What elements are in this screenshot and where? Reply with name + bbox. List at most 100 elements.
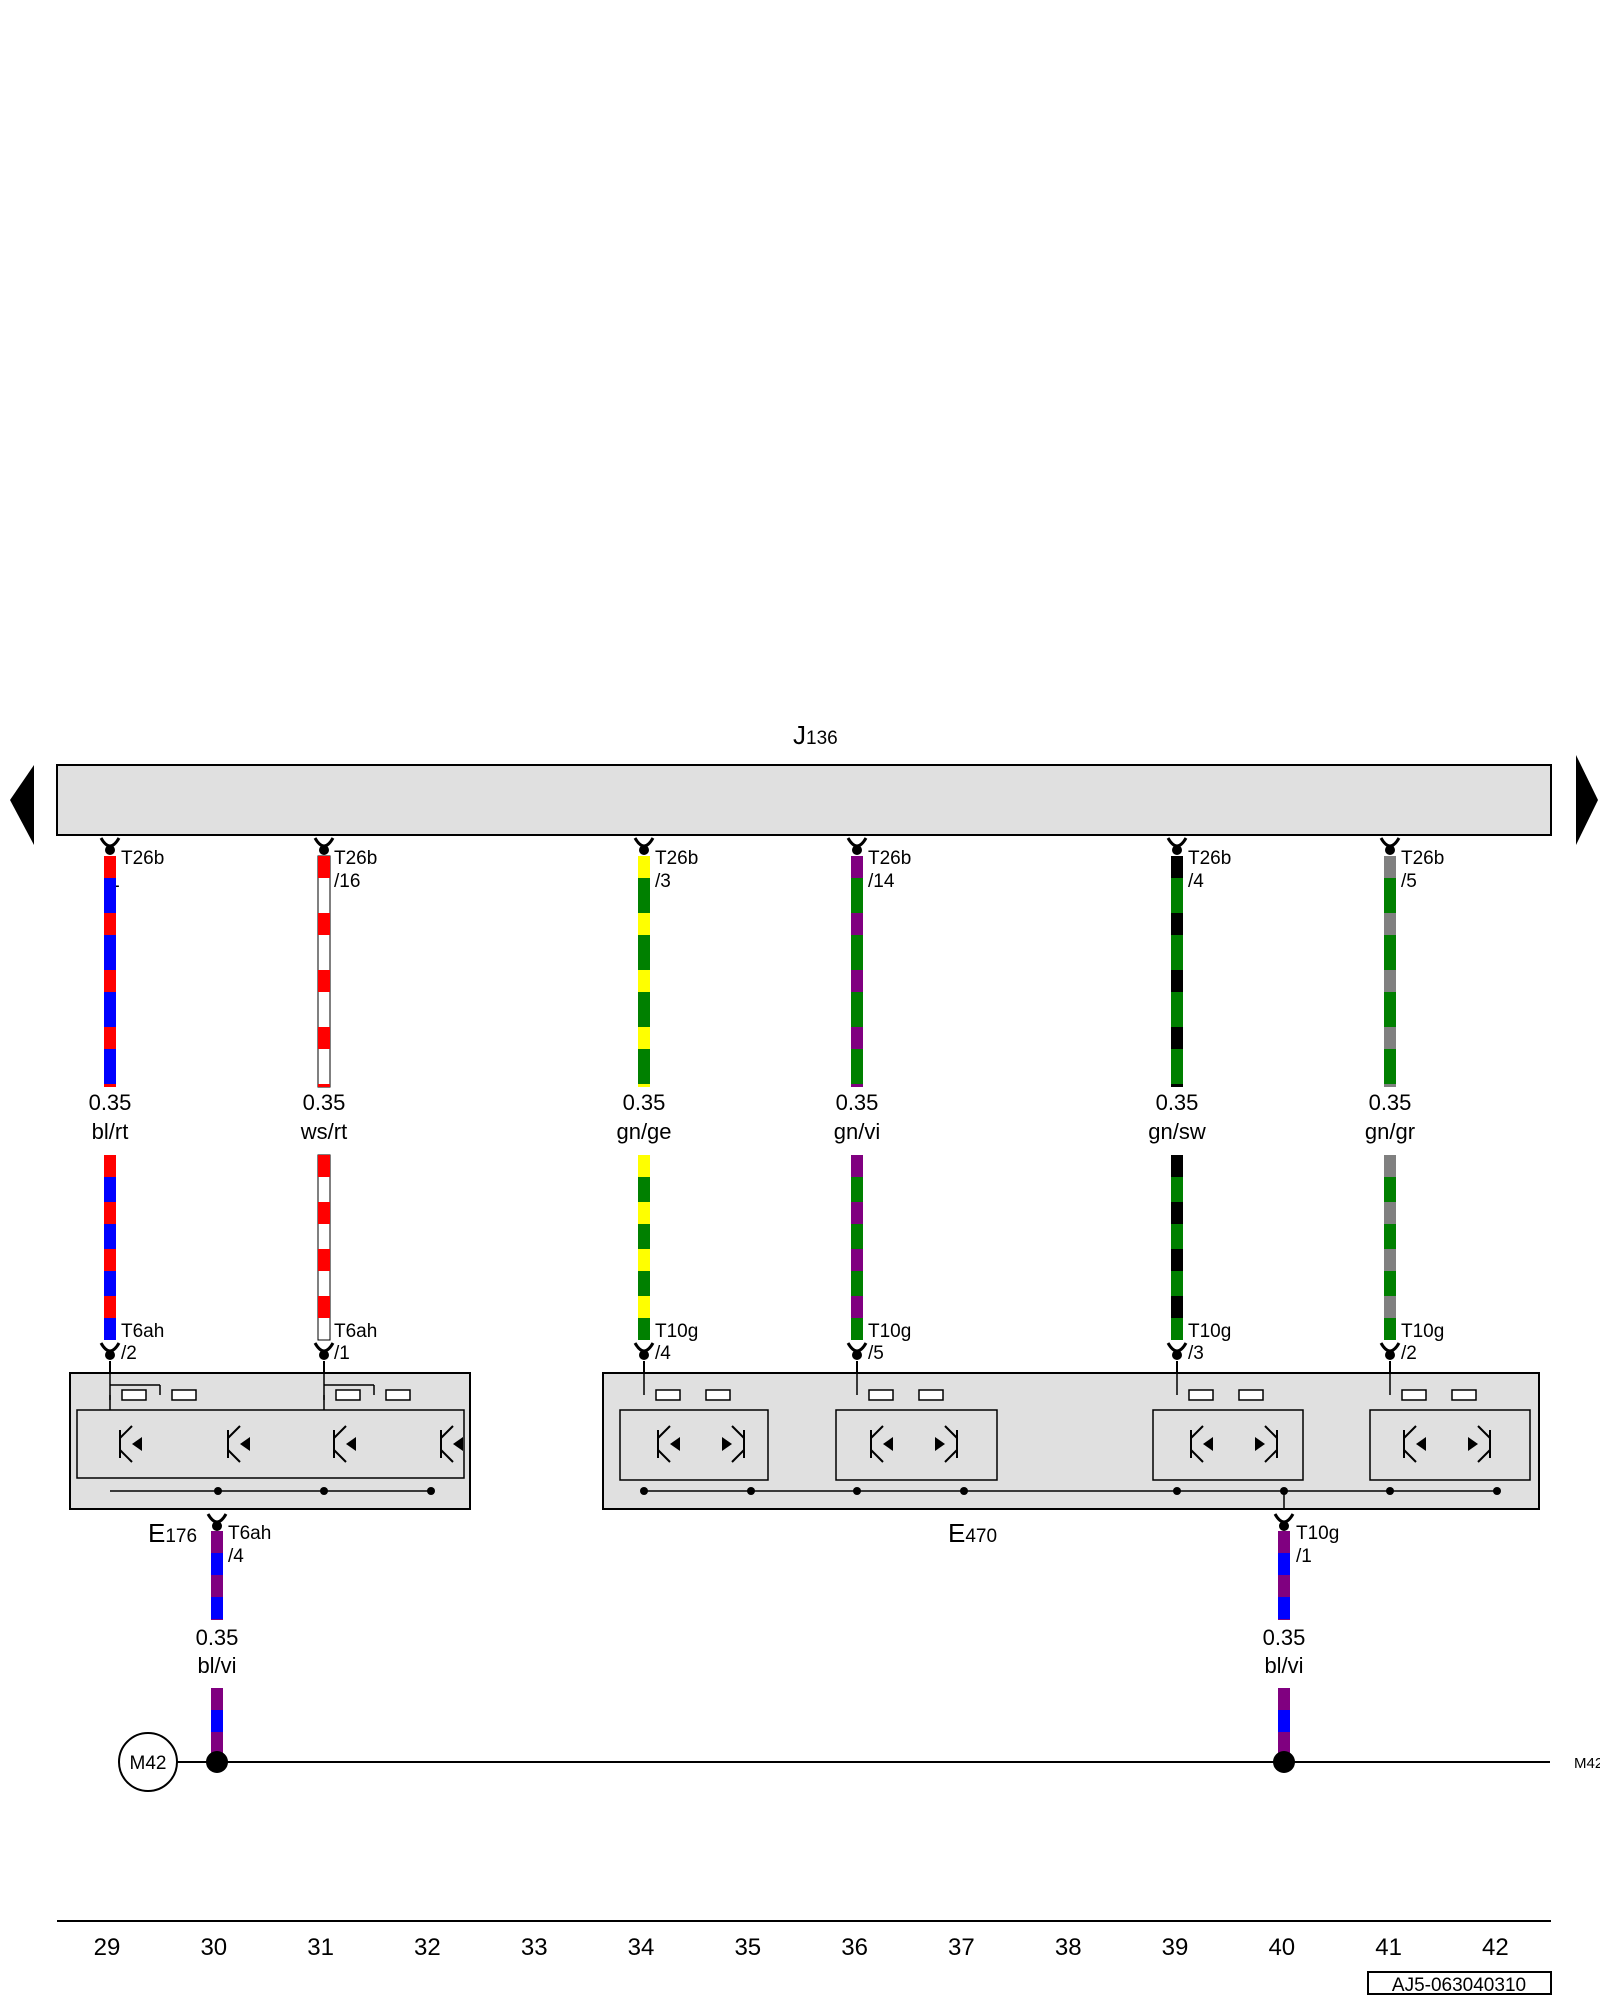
bottom-pin-label: /2	[121, 1343, 137, 1364]
transistor-emitter	[333, 1449, 347, 1463]
wire-stripe	[1384, 1202, 1396, 1224]
bottom-connector-label: T10g	[655, 1321, 698, 1342]
wire-stripe	[638, 1084, 650, 1087]
wire-segment-base	[1171, 1155, 1183, 1340]
wire-stripe	[1278, 1688, 1290, 1710]
ground-point-label: M42	[130, 1753, 167, 1774]
switch-label: E176	[148, 1518, 197, 1548]
wire-stripe	[638, 970, 650, 992]
ground-junction-dot	[206, 1751, 228, 1773]
wire-gn-sw: T26b /4 0.35 gn/sw T10g /3	[1148, 837, 1231, 1373]
connector-icon	[1273, 1513, 1295, 1524]
connector-icon	[206, 1513, 228, 1524]
top-connector-label: T26b	[1401, 848, 1444, 869]
wire-color-label: ws/rt	[300, 1119, 347, 1144]
column-number: 39	[1162, 1934, 1189, 1961]
connector-pin-icon	[852, 1350, 862, 1360]
transistor-collector	[731, 1425, 745, 1439]
wire-group: T26b /1 0.35 bl/rt T6ah /2 T26b /16 0.35…	[89, 837, 1444, 1373]
transistor-collector	[944, 1425, 958, 1439]
diagram-code-box	[1367, 1971, 1552, 1995]
column-number: 29	[94, 1934, 121, 1961]
top-pin-label: /14	[868, 871, 895, 892]
bottom-pin-label: /3	[1188, 1343, 1204, 1364]
column-number: 40	[1268, 1934, 1295, 1961]
circuit-frame	[835, 1409, 998, 1481]
wire-stripe	[318, 1249, 330, 1271]
transistor-emitter	[1264, 1449, 1278, 1463]
transistor-collector	[1264, 1425, 1278, 1439]
wire-size-label: 0.35	[89, 1090, 132, 1115]
transistor-emitter	[1403, 1449, 1417, 1463]
transistor-collector	[657, 1425, 671, 1439]
resistor-icon	[1188, 1389, 1214, 1401]
transistor-emitter	[119, 1449, 133, 1463]
wire-segment-base	[104, 1155, 116, 1340]
connector-icon	[313, 1342, 335, 1353]
wire-size-label: 0.35	[836, 1090, 879, 1115]
wire-stripe	[318, 1027, 330, 1049]
light-arrow-icon	[1468, 1437, 1478, 1451]
light-arrow-icon	[1416, 1437, 1426, 1451]
column-number: 41	[1375, 1934, 1402, 1961]
wire-stripe	[1171, 1027, 1183, 1049]
connector-icon	[846, 837, 868, 848]
connector-icon	[99, 837, 121, 848]
column-number: 35	[734, 1934, 761, 1961]
next-page-arrow-icon[interactable]	[1576, 755, 1598, 845]
wire-stripe	[851, 970, 863, 992]
wire-stripe	[851, 1296, 863, 1318]
connector-pin-icon	[1279, 1521, 1289, 1531]
ground-wire-2: T10g /1 0.35 bl/vi	[1263, 1513, 1339, 1762]
top-connector-label: T26b	[121, 848, 164, 869]
top-pin-label: /16	[334, 871, 360, 892]
light-arrow-icon	[1255, 1437, 1265, 1451]
wire-stripe	[104, 913, 116, 935]
wire-segment-base	[851, 1155, 863, 1340]
wire-stripe	[318, 1155, 330, 1177]
light-arrow-icon	[1203, 1437, 1213, 1451]
wire-gn-gr: T26b /5 0.35 gn/gr T10g /2	[1365, 837, 1444, 1373]
wire-stripe	[318, 856, 330, 878]
transistor-emitter	[944, 1449, 958, 1463]
resistor-icon	[1401, 1389, 1427, 1401]
connector-pin-icon	[105, 845, 115, 855]
light-arrow-icon	[346, 1437, 356, 1451]
wire-stripe	[851, 1027, 863, 1049]
transistor-collector	[870, 1425, 884, 1439]
wire-stripe	[638, 1249, 650, 1271]
connector-pin-icon	[105, 1350, 115, 1360]
bottom-connector-label: T10g	[868, 1321, 911, 1342]
connector-icon	[313, 837, 335, 848]
column-number: 42	[1482, 1934, 1509, 1961]
wire-stripe	[1278, 1531, 1290, 1553]
transistor-collector	[1477, 1425, 1491, 1439]
wire-segment-base	[638, 1155, 650, 1340]
wire-stripe	[638, 913, 650, 935]
column-number: 30	[200, 1934, 227, 1961]
wire-stripe	[104, 1084, 116, 1087]
diagram-code: AJ5-063040310	[1392, 1975, 1526, 1996]
column-number: 34	[628, 1934, 655, 1961]
resistor-icon	[171, 1389, 197, 1401]
previous-page-arrow-icon[interactable]	[10, 765, 34, 845]
ground-connector-label: T6ah	[228, 1523, 271, 1544]
ground-pin-label: /4	[228, 1546, 244, 1567]
wire-stripe	[1171, 856, 1183, 878]
wire-stripe	[1278, 1575, 1290, 1597]
wire-gn-ge: T26b /3 0.35 gn/ge T10g /4	[616, 837, 698, 1373]
wire-gn-vi: T26b /14 0.35 gn/vi T10g /5	[834, 837, 911, 1373]
connector-pin-icon	[639, 845, 649, 855]
wire-stripe	[211, 1619, 223, 1620]
wire-stripe	[318, 913, 330, 935]
wire-size-label: 0.35	[1369, 1090, 1412, 1115]
wire-stripe	[318, 970, 330, 992]
wire-color-label: gn/sw	[1148, 1119, 1206, 1144]
wire-stripe	[851, 913, 863, 935]
wire-stripe	[104, 1155, 116, 1177]
wire-stripe	[211, 1531, 223, 1553]
connector-icon	[1379, 837, 1401, 848]
bottom-connector-label: T6ah	[121, 1321, 164, 1342]
bottom-pin-label: /1	[334, 1343, 350, 1364]
